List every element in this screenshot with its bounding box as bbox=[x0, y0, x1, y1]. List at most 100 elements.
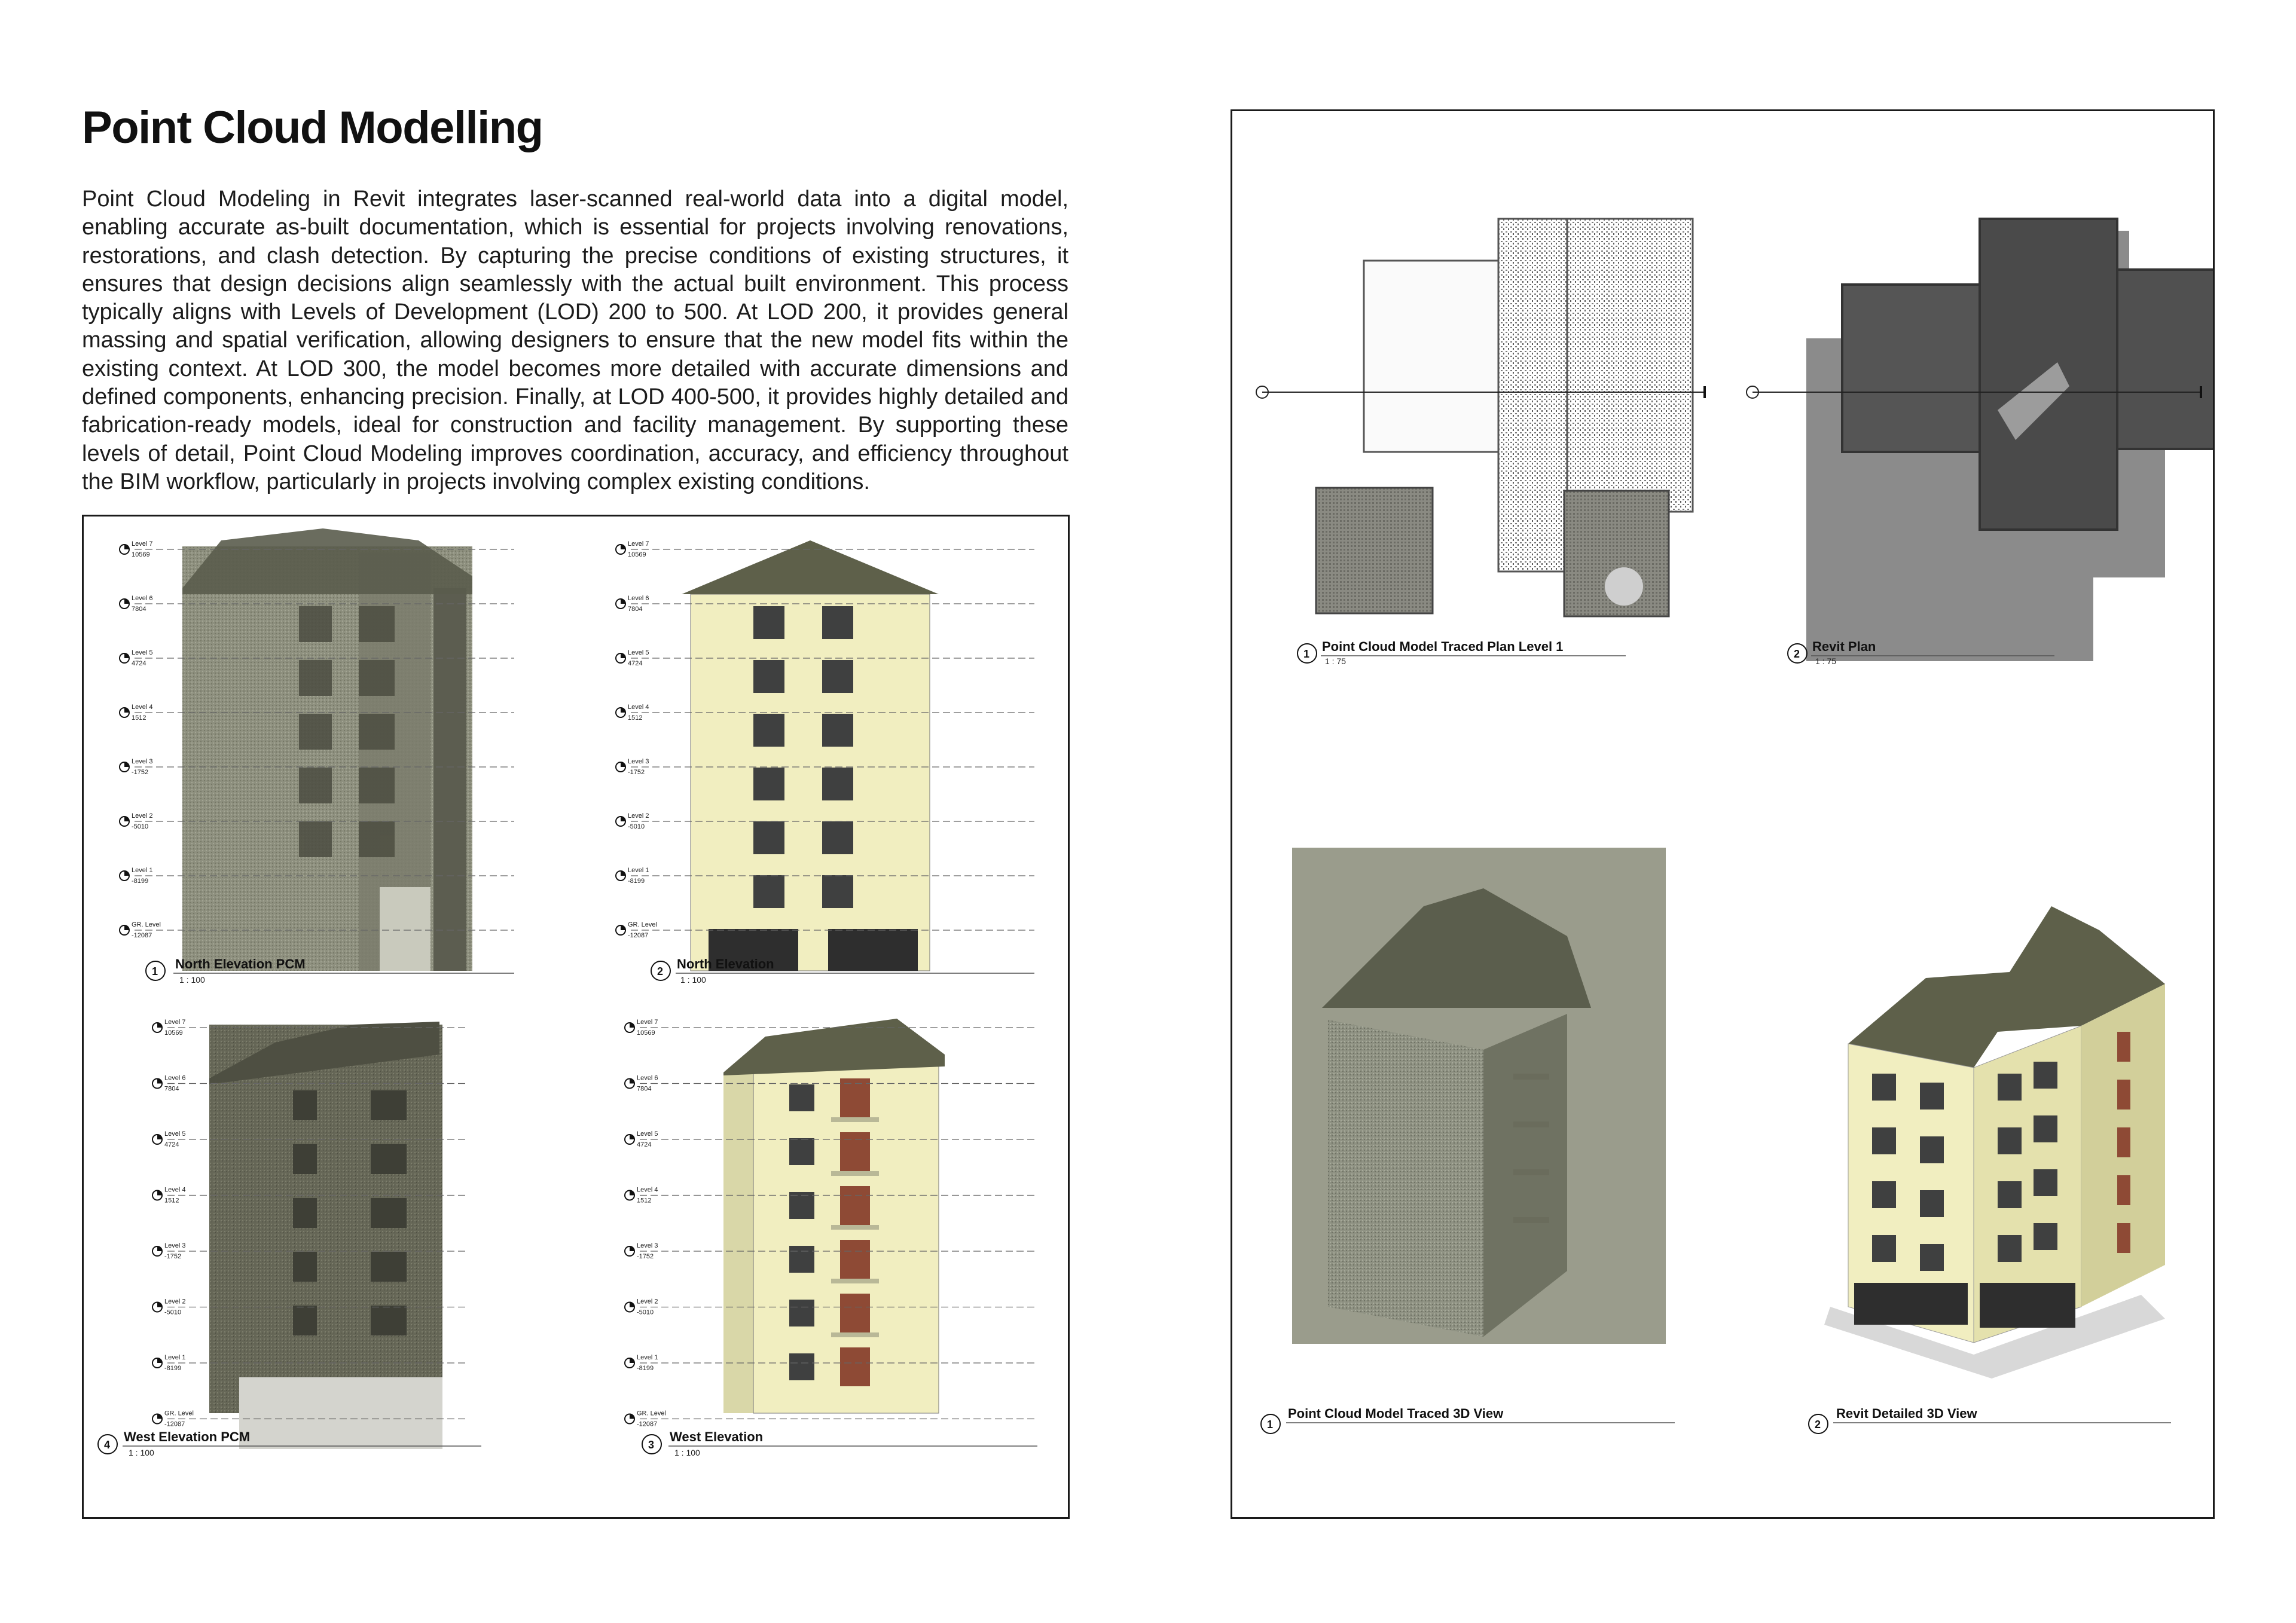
level-marker-fill bbox=[157, 1358, 162, 1363]
level-elevation: 4724 bbox=[637, 1141, 651, 1148]
level-elevation: 7804 bbox=[164, 1086, 179, 1093]
caption-number: 2 bbox=[1815, 1419, 1821, 1431]
plan-column bbox=[1605, 567, 1643, 606]
caption-scale: 1 : 75 bbox=[1815, 656, 1836, 666]
level-marker-fill bbox=[124, 817, 129, 821]
caption-west-pcm: 4 West Elevation PCM 1 : 100 bbox=[97, 1429, 481, 1457]
level-name: GR. Level bbox=[132, 921, 161, 928]
level-marker-fill bbox=[157, 1023, 162, 1028]
level-elevation: -1752 bbox=[132, 769, 148, 776]
level-marker-fill bbox=[157, 1078, 162, 1084]
level-name: Level 1 bbox=[628, 867, 649, 874]
caption-title: Point Cloud Model Traced 3D View bbox=[1288, 1406, 1504, 1421]
north-shopfront-left bbox=[709, 929, 798, 971]
level-elevation: 10569 bbox=[132, 551, 150, 558]
caption-revit-plan: 2 Revit Plan 1 : 75 bbox=[1787, 639, 2054, 666]
level-name: Level 2 bbox=[164, 1298, 185, 1306]
level-name: Level 6 bbox=[164, 1075, 185, 1082]
level-name: Level 4 bbox=[164, 1187, 185, 1194]
level-elevation: -1752 bbox=[164, 1253, 181, 1260]
pcm-3d-roof bbox=[1322, 888, 1591, 1008]
level-name: Level 3 bbox=[132, 758, 152, 765]
level-marker-fill bbox=[630, 1078, 634, 1084]
level-elevation: 4724 bbox=[164, 1141, 179, 1148]
north-elevation bbox=[682, 540, 939, 971]
level-name: Level 4 bbox=[637, 1187, 658, 1194]
caption-title: Point Cloud Model Traced Plan Level 1 bbox=[1322, 639, 1563, 654]
revit-3d-shopfront-right bbox=[1980, 1283, 2075, 1328]
caption-scale: 1 : 100 bbox=[129, 1448, 154, 1457]
level-marker-fill bbox=[124, 708, 129, 713]
caption-title: Revit Detailed 3D View bbox=[1836, 1406, 1977, 1421]
level-elevation: -8199 bbox=[628, 878, 645, 885]
caption-number: 3 bbox=[648, 1439, 654, 1451]
pcm-windows bbox=[299, 606, 395, 857]
level-name: GR. Level bbox=[164, 1410, 194, 1417]
level-name: Level 6 bbox=[628, 595, 649, 602]
west-balcony-doors bbox=[840, 1078, 870, 1386]
caption-title: West Elevation PCM bbox=[124, 1429, 250, 1444]
level-marker-fill bbox=[621, 653, 625, 658]
level-elevation: -5010 bbox=[164, 1309, 181, 1316]
west-elevation bbox=[723, 1019, 945, 1414]
level-elevation: -12087 bbox=[132, 932, 152, 939]
level-elevation: -8199 bbox=[637, 1365, 654, 1372]
revit-3d-roof bbox=[1848, 906, 2165, 1068]
level-marker-fill bbox=[124, 871, 129, 876]
level-name: Level 3 bbox=[628, 758, 649, 765]
pcm-roof bbox=[182, 528, 472, 594]
level-marker-fill bbox=[621, 817, 625, 821]
level-elevation: 10569 bbox=[628, 551, 646, 558]
plans-3d-drawing: 1 Point Cloud Model Traced Plan Level 1 … bbox=[1256, 218, 2213, 1434]
plan-left-wing bbox=[1363, 259, 1521, 453]
west-side-wall bbox=[723, 1072, 753, 1413]
level-elevation: 1512 bbox=[637, 1197, 651, 1205]
pcm-garage-door bbox=[380, 887, 430, 971]
section-marker-icon bbox=[1746, 386, 1759, 399]
level-elevation: -12087 bbox=[637, 1421, 657, 1428]
west-elevation-pcm bbox=[209, 1022, 442, 1449]
level-elevation: 4724 bbox=[628, 660, 642, 667]
caption-traced-3d: 1 Point Cloud Model Traced 3D View bbox=[1260, 1406, 1675, 1434]
caption-revit-3d: 2 Revit Detailed 3D View bbox=[1808, 1406, 2171, 1434]
revit-3d-shadow bbox=[1824, 1295, 2165, 1379]
level-name: Level 6 bbox=[637, 1075, 658, 1082]
level-name: Level 5 bbox=[164, 1130, 185, 1138]
level-name: Level 5 bbox=[637, 1130, 658, 1138]
level-marker-fill bbox=[630, 1414, 634, 1419]
level-name: Level 5 bbox=[132, 649, 152, 656]
level-elevation: -5010 bbox=[628, 823, 645, 830]
level-marker-fill bbox=[124, 545, 129, 549]
pcm-side-strip bbox=[433, 588, 466, 971]
level-marker-fill bbox=[621, 925, 625, 930]
level-marker-fill bbox=[157, 1190, 162, 1196]
revit-3d-shopfront-left bbox=[1854, 1283, 1968, 1325]
level-name: Level 4 bbox=[132, 704, 152, 711]
north-facade bbox=[690, 594, 930, 971]
level-elevation: 10569 bbox=[164, 1029, 183, 1037]
level-marker-fill bbox=[124, 762, 129, 767]
level-name: Level 5 bbox=[628, 649, 649, 656]
level-marker-fill bbox=[124, 925, 129, 930]
revit-3d-side-doors bbox=[2117, 1032, 2130, 1253]
caption-north: 2 North Elevation 1 : 100 bbox=[651, 956, 1034, 985]
level-elevation: 1512 bbox=[164, 1197, 179, 1205]
level-marker-fill bbox=[630, 1190, 634, 1196]
level-name: Level 7 bbox=[628, 540, 649, 548]
caption-title: Revit Plan bbox=[1812, 639, 1876, 654]
west-pcm-facade bbox=[209, 1025, 442, 1413]
level-elevation: -12087 bbox=[628, 932, 648, 939]
intro-paragraph: Point Cloud Modeling in Revit integrates… bbox=[82, 187, 1068, 494]
level-name: Level 2 bbox=[628, 812, 649, 820]
north-elevation-pcm bbox=[182, 528, 472, 971]
caption-scale: 1 : 100 bbox=[179, 975, 205, 985]
level-elevation: 7804 bbox=[132, 606, 146, 613]
plans-3d-frame: 1 Point Cloud Model Traced Plan Level 1 … bbox=[1231, 109, 2215, 1519]
level-name: Level 4 bbox=[628, 704, 649, 711]
level-name: Level 1 bbox=[132, 867, 152, 874]
west-pcm-roof bbox=[209, 1022, 439, 1084]
level-name: Level 3 bbox=[637, 1242, 658, 1249]
level-marker-fill bbox=[621, 762, 625, 767]
